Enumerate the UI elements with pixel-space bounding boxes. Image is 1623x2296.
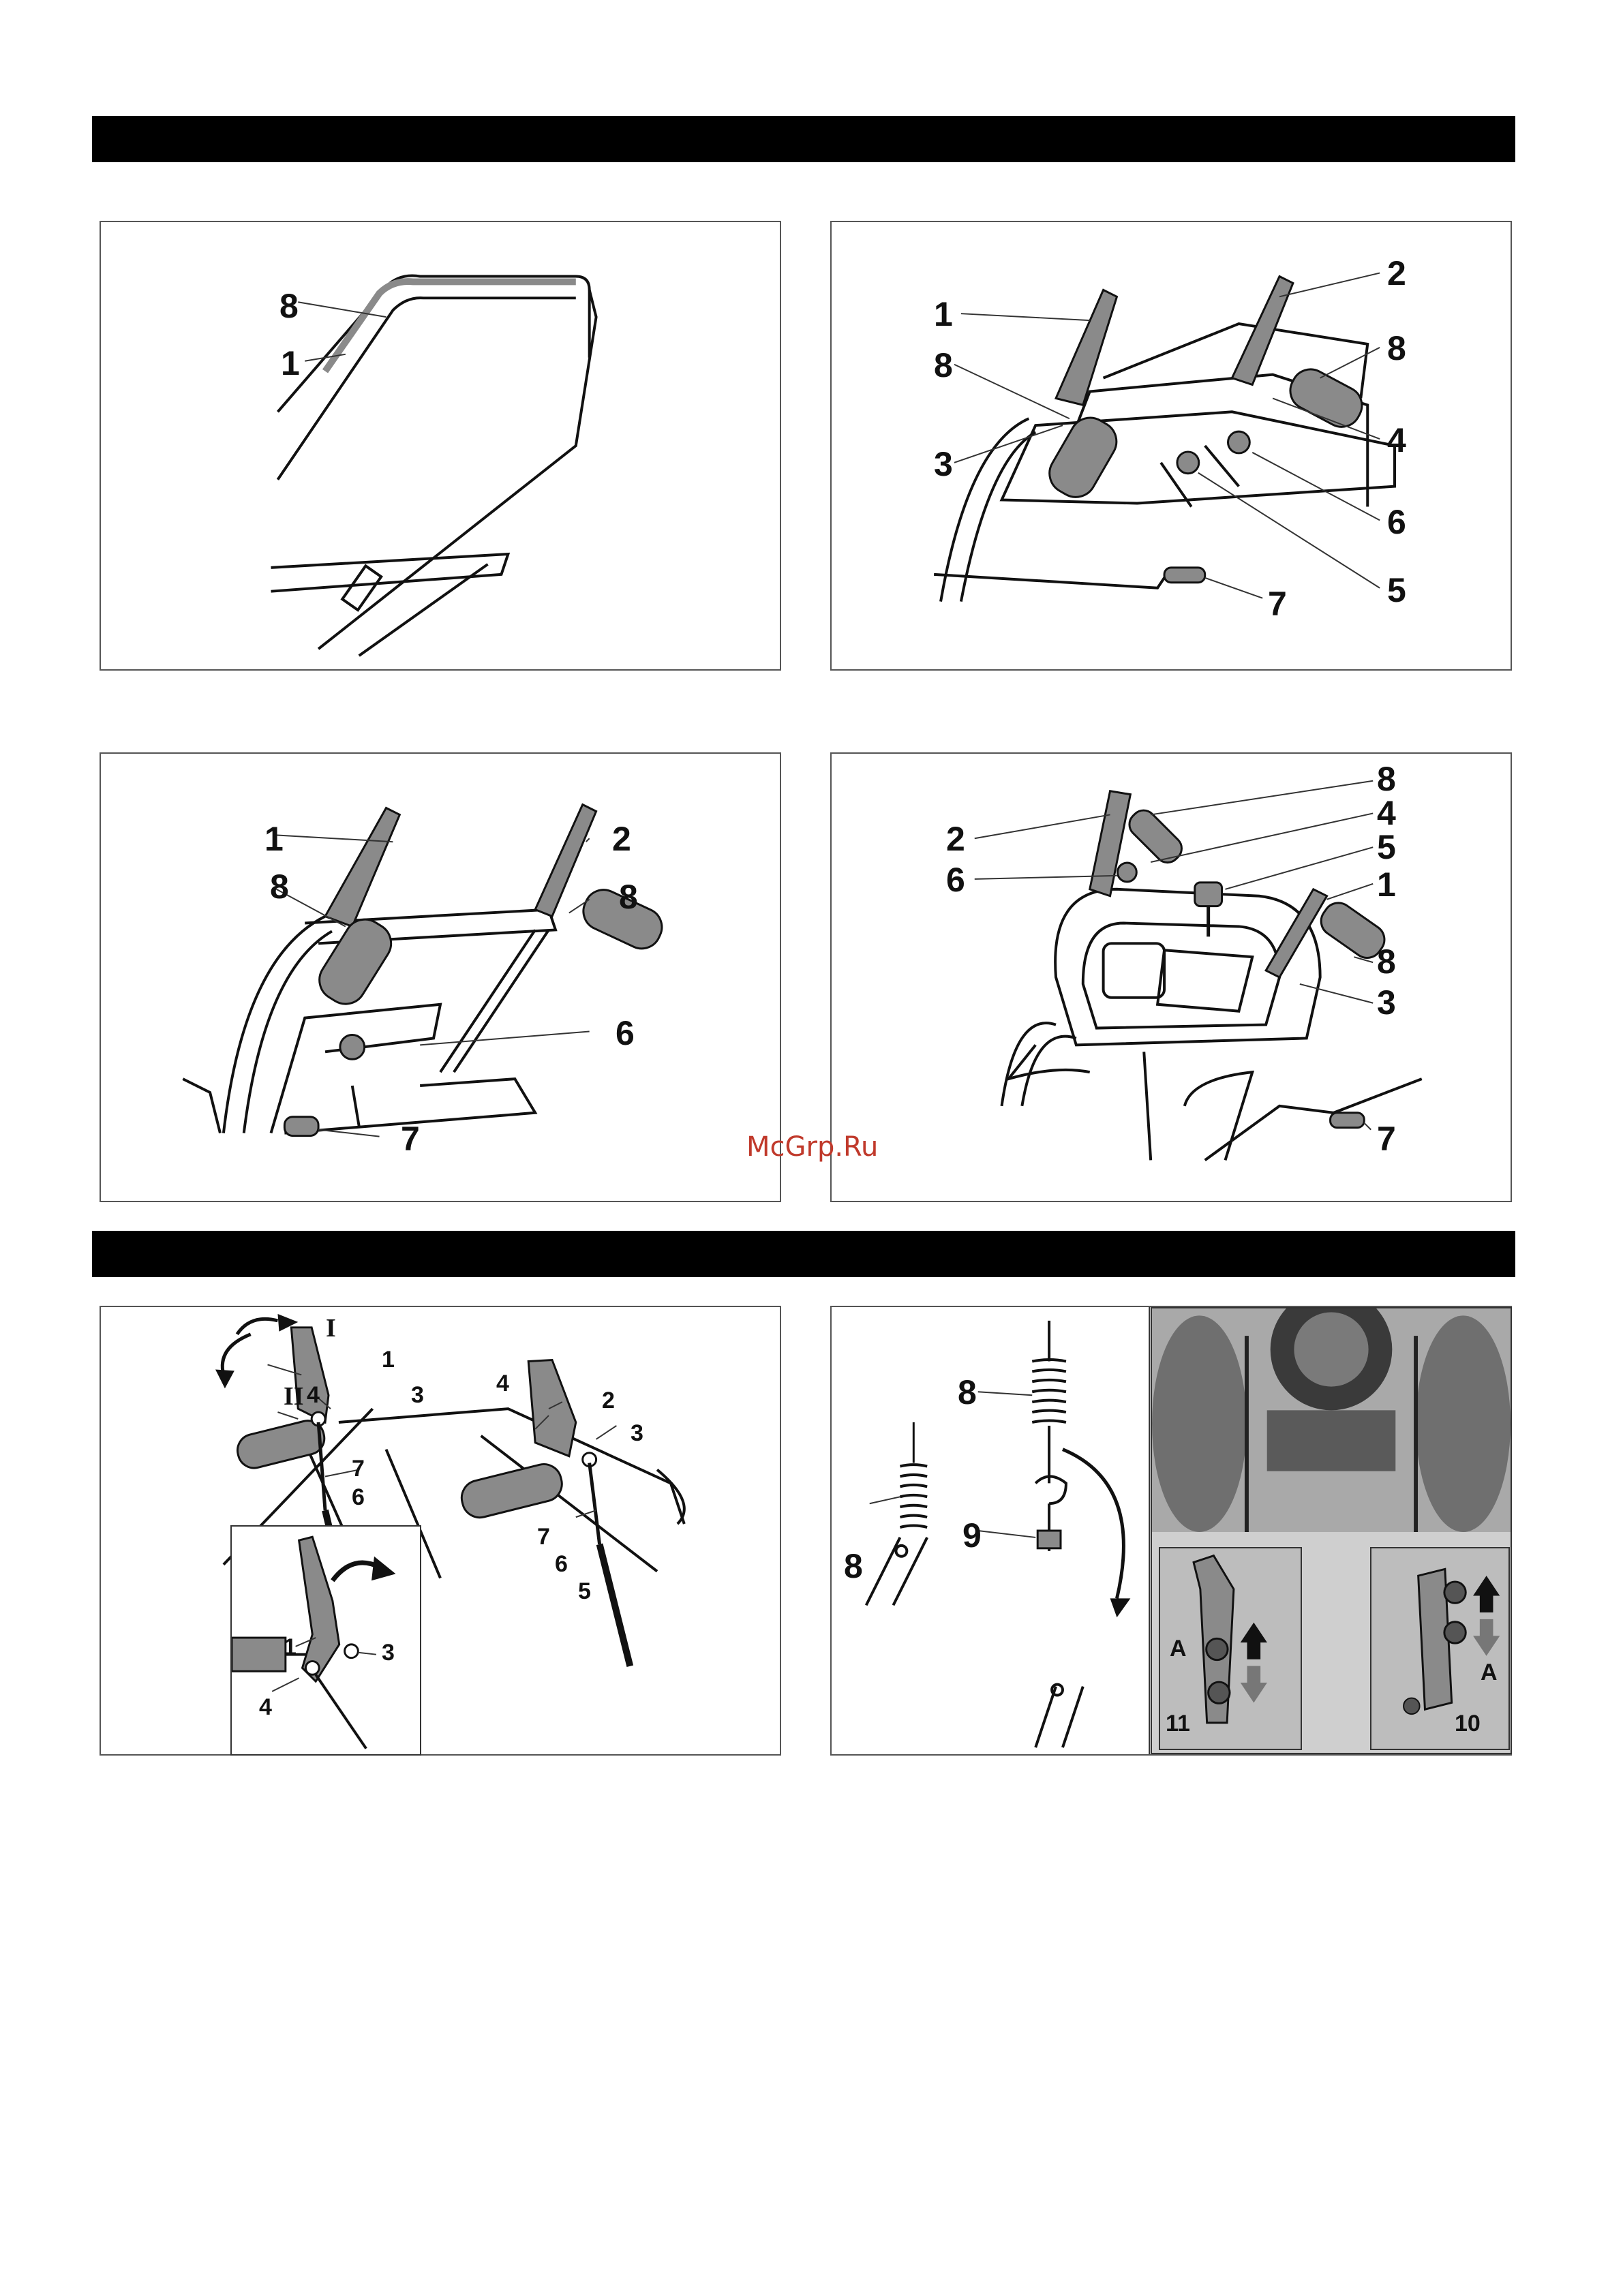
- photo-right-label-A: A: [1481, 1661, 1498, 1684]
- section-header-bar-2: [92, 1231, 1515, 1277]
- fig4-label-3: 3: [1377, 985, 1396, 1020]
- inset-label-1: 1: [284, 1636, 297, 1659]
- inset-label-4: 4: [259, 1696, 272, 1719]
- adjust-bracket-right-drawing: [1371, 1548, 1508, 1749]
- fig2-label-8a: 8: [934, 348, 953, 382]
- watermark: McGrp.Ru: [746, 1131, 878, 1163]
- fig2-label-5: 5: [1387, 573, 1406, 607]
- fig6-label-9: 9: [962, 1518, 982, 1552]
- fig2-label-8b: 8: [1387, 331, 1406, 365]
- figure-3-single-stage: 1 8 2 8 6 7: [100, 752, 781, 1202]
- photo-detail-right: A 10: [1370, 1547, 1510, 1750]
- fig4-label-4: 4: [1377, 796, 1396, 830]
- fig2-label-2: 2: [1387, 256, 1406, 290]
- fig3-label-6: 6: [616, 1016, 635, 1050]
- figure-1-handle: 8 1: [100, 221, 781, 671]
- fig5-label-5: 5: [578, 1580, 591, 1603]
- single-stage-drawing: [101, 754, 780, 1201]
- fig5-label-2: 2: [602, 1389, 615, 1412]
- fig4-label-7: 7: [1377, 1122, 1396, 1156]
- fig3-label-1: 1: [264, 822, 284, 856]
- fig5-label-3a: 3: [411, 1383, 424, 1407]
- fig6-label-8b: 8: [844, 1549, 863, 1583]
- fig5-label-4b: 4: [496, 1372, 509, 1395]
- fig5-label-roman-II: II: [284, 1383, 304, 1409]
- fig5-label-6a: 6: [352, 1486, 365, 1509]
- photo-left-label-11: 11: [1166, 1712, 1190, 1735]
- fig5-label-4a: 4: [307, 1383, 320, 1407]
- fig5-detail-inset: 1 3 4: [230, 1525, 421, 1756]
- fig4-label-5: 5: [1377, 830, 1396, 864]
- fig4-label-8a: 8: [1377, 762, 1396, 796]
- engine-underside-photo: A 11 A 10: [1151, 1307, 1512, 1754]
- fig4-label-6: 6: [946, 863, 965, 897]
- fig4-label-1: 1: [1377, 868, 1396, 902]
- photo-right-label-10: 10: [1455, 1712, 1481, 1735]
- fig3-label-2: 2: [612, 822, 631, 856]
- photo-detail-left: A 11: [1159, 1547, 1302, 1750]
- fig1-label-8: 8: [279, 289, 299, 323]
- fig2-label-3: 3: [934, 447, 953, 481]
- fig2-label-7: 7: [1268, 587, 1287, 621]
- fig5-label-7b: 7: [537, 1525, 550, 1548]
- figure-6-cable-adjustment: 8 9 8 A 11: [830, 1306, 1512, 1756]
- fig6-label-8a: 8: [958, 1375, 977, 1409]
- lever-adjustment-drawing: [101, 1307, 780, 1754]
- fig5-label-1: 1: [382, 1348, 395, 1371]
- inset-label-3: 3: [382, 1641, 395, 1664]
- figure-2-control-panel: 1 8 3 2 8 4 6 5 7: [830, 221, 1512, 671]
- figure-5-lever-adjustment: I II 1 4 3 7 6 4 2 3 7 6 5 1 3 4: [100, 1306, 781, 1756]
- handle-drawing: [101, 222, 780, 669]
- fig5-label-roman-I: I: [326, 1315, 336, 1341]
- fig3-label-8b: 8: [619, 880, 638, 914]
- photo-left-label-A: A: [1170, 1637, 1187, 1660]
- fig4-label-8b: 8: [1377, 945, 1396, 979]
- two-stage-drawing: [832, 754, 1511, 1201]
- fig4-label-2: 2: [946, 822, 965, 856]
- fig3-label-8a: 8: [270, 870, 289, 904]
- fig5-label-3b: 3: [631, 1422, 643, 1445]
- fig5-label-7a: 7: [352, 1457, 365, 1480]
- figure-4-two-stage: 8 4 5 2 6 1 8 3 7: [830, 752, 1512, 1202]
- fig2-label-1: 1: [934, 297, 953, 331]
- fig1-label-1: 1: [281, 346, 300, 380]
- fig2-label-6: 6: [1387, 505, 1406, 539]
- fig2-label-4: 4: [1387, 423, 1406, 457]
- section-header-bar-1: [92, 116, 1515, 162]
- fig5-label-6b: 6: [555, 1552, 568, 1576]
- fig3-label-7: 7: [401, 1122, 420, 1156]
